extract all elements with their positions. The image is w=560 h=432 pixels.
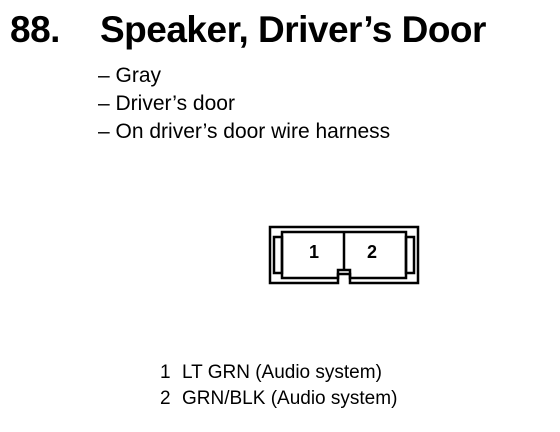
pin-description: GRN/BLK (Audio system) <box>182 388 398 409</box>
terminal-1-label: 1 <box>309 242 319 262</box>
pin-row: 1 LT GRN (Audio system) <box>160 360 397 386</box>
pin-row: 2 GRN/BLK (Audio system) <box>160 386 397 412</box>
right-lock-tab <box>404 235 416 275</box>
section-number: 88. <box>10 9 60 50</box>
pin-number: 1 <box>160 362 171 383</box>
detail-color: Gray <box>98 62 390 90</box>
detail-location: Driver’s door <box>98 90 390 118</box>
left-lock-tab <box>272 235 284 275</box>
pin-assignment-list: 1 LT GRN (Audio system) 2 GRN/BLK (Audio s… <box>160 360 397 412</box>
terminal-2-label: 2 <box>367 242 377 262</box>
connector-details-list: Gray Driver’s door On driver’s door wire… <box>98 62 391 146</box>
detail-harness: On driver’s door wire harness <box>98 118 391 146</box>
pin-description: LT GRN (Audio system) <box>182 362 382 383</box>
page-title: Speaker, Driver’s Door <box>100 9 486 50</box>
pin-number: 2 <box>160 388 171 409</box>
connector-diagram: 1 2 <box>268 225 420 285</box>
